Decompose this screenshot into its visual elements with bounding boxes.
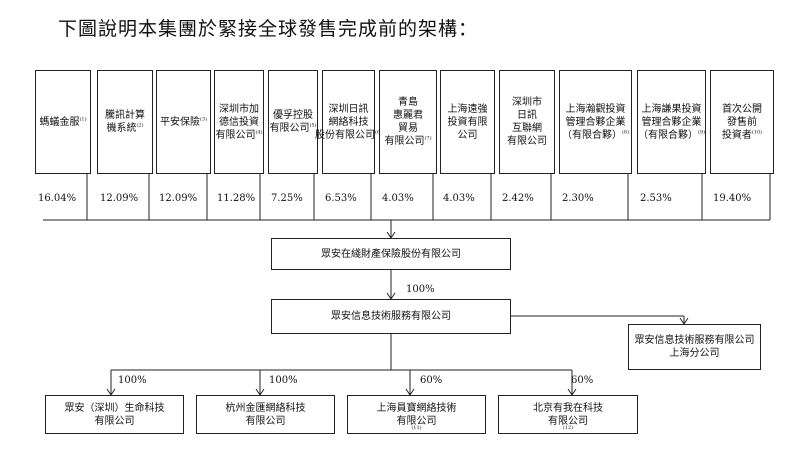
shareholder-name-line: 螞蟻金服(1) [39,116,87,128]
subsidiary-box: 上海員寶網絡技術有限公司(11) [347,395,486,434]
shareholder-name-line: 股份有限公司(6) [315,129,382,142]
shareholder-name-line: （有限合夥）(8) [561,129,630,141]
branch-line-2: 上海分公司 [669,348,720,359]
shareholder-name-line: 上海謙果投資 [641,103,702,115]
shareholder-box: 騰訊計算機系統(2) [97,70,153,174]
shareholder-name-line: 青島 [398,97,418,108]
shareholder-percent: 4.03% [443,193,475,204]
footnote-marker: (3) [199,116,208,123]
shareholder-box: 螞蟻金服(1) [35,70,91,174]
shareholder-name-line: 網絡科技 [328,116,369,128]
footnote-marker: (5) [309,122,317,129]
page-title: 下圖說明本集團於緊接全球發售完成前的架構： [58,18,479,40]
subsidiary-box: 杭州金匯網絡科技有限公司 [196,395,335,434]
service-company-label: 眾安信息技術服務有限公司 [331,311,451,322]
subsidiary-name-line: 有限公司(12) [548,415,588,431]
shareholder-name-line: 公司 [457,129,478,141]
shareholder-name-line: 德信投資 [219,116,259,128]
shareholder-name-line: 投資者(10) [721,129,763,141]
shareholder-name-line: 有限公司(4) [215,129,263,141]
shanghai-branch-box: 眾安信息技術服務有限公司 上海分公司 [628,324,761,370]
company-ownership-percent: 100% [406,284,435,295]
footnote-marker: (1) [79,116,87,123]
shareholder-percent: 4.03% [382,193,414,204]
shareholder-percent: 2.53% [640,193,672,204]
shareholder-box: 深圳市日訊互聯網有限公司 [499,70,555,174]
shareholder-name-line: 有限公司(5) [269,122,317,134]
footnote-marker: (10) [751,129,763,136]
shareholder-percent: 6.53% [325,193,357,204]
footnote-marker: (9) [697,129,706,136]
shareholder-name-line: 日訊 [517,110,537,121]
shareholder-name-line: 發售前 [727,116,757,128]
subsidiary-name-line: 有限公司 [245,415,286,427]
shareholder-name-line: 騰訊計算 [105,110,145,121]
subsidiary-percent: 60% [571,375,594,386]
shareholder-name-line: 上海瀚觀投資 [565,103,626,115]
shareholder-percent: 7.25% [271,193,303,204]
subsidiary-name-line: 杭州金匯網絡科技 [225,402,306,414]
shareholder-box: 首次公開發售前投資者(10) [710,70,774,174]
footnote-marker: (6) [375,129,382,135]
shareholder-name-line: 深圳市加 [219,103,259,115]
shareholder-name-line: 首次公開 [722,103,762,115]
shareholder-percent: 16.04% [38,193,77,204]
subsidiary-box: 北京有我在科技有限公司(12) [498,395,638,434]
shareholder-box: 平安保險(3) [156,70,211,174]
shareholder-name-line: 互聯網 [512,123,542,134]
shareholder-name-line: 平安保險(3) [159,116,208,128]
shareholder-name-line: 有限公司(7) [384,135,432,147]
shareholder-box: 優孚控股有限公司(5) [268,70,318,174]
zhongan-online-company-box: 眾安在綫財產保險股份有限公司 [271,238,511,270]
shareholder-percent: 19.40% [713,193,752,204]
shareholder-box: 青島惠麗君貿易有限公司(7) [379,70,437,174]
shareholder-percent: 2.42% [502,193,534,204]
shareholder-box: 上海謙果投資管理合夥企業（有限合夥）(9) [637,70,706,174]
branch-line-1: 眾安信息技術服務有限公司 [634,335,755,346]
shareholder-percent: 12.09% [159,193,198,204]
subsidiary-percent: 60% [420,375,443,386]
service-company-box: 眾安信息技術服務有限公司 [271,299,511,334]
shareholder-name-line: 管理合夥企業 [565,116,626,128]
shareholder-percent: 12.09% [100,193,139,204]
shareholder-box: 上海瀚觀投資管理合夥企業（有限合夥）(8) [559,70,632,174]
shareholder-name-line: 上海遠強 [447,103,488,115]
shareholder-name-line: 優孚控股 [273,110,313,121]
footnote-marker: (2) [136,122,144,129]
subsidiary-name-line: 眾安（深圳）生命科技 [64,402,165,414]
shareholder-name-line: 管理合夥企業 [641,116,702,128]
footnote-marker: (7) [424,135,432,142]
shareholder-name-line: 深圳日訊 [328,103,369,115]
shareholder-name-line: （有限合夥）(9) [637,129,706,141]
shareholder-box: 深圳市加德信投資有限公司(4) [214,70,264,174]
shareholder-percent: 11.28% [217,193,256,204]
footnote-marker: (8) [621,129,630,136]
shareholder-name-line: 有限公司 [507,136,547,147]
subsidiary-percent: 100% [118,375,147,386]
subsidiary-name-line: 上海員寶網絡技術 [376,402,457,414]
subsidiary-name-line: 有限公司(11) [396,415,437,431]
subsidiary-name-line: 北京有我在科技 [533,402,603,414]
shareholder-name-line: 投資有限 [447,116,488,128]
company-label: 眾安在綫財產保險股份有限公司 [321,248,461,260]
subsidiary-percent: 100% [269,375,298,386]
shareholder-box: 上海遠強投資有限公司 [440,70,495,174]
subsidiary-name-line: 有限公司 [94,415,135,427]
footnote-marker: (4) [255,129,263,136]
shareholder-name-line: 貿易 [398,123,418,134]
shareholder-name-line: 深圳市 [512,97,542,108]
shareholder-percent: 2.30% [562,193,594,204]
shareholder-name-line: 機系統(2) [106,122,144,134]
subsidiary-box: 眾安（深圳）生命科技有限公司 [45,395,184,434]
shareholder-name-line: 惠麗君 [393,110,423,121]
